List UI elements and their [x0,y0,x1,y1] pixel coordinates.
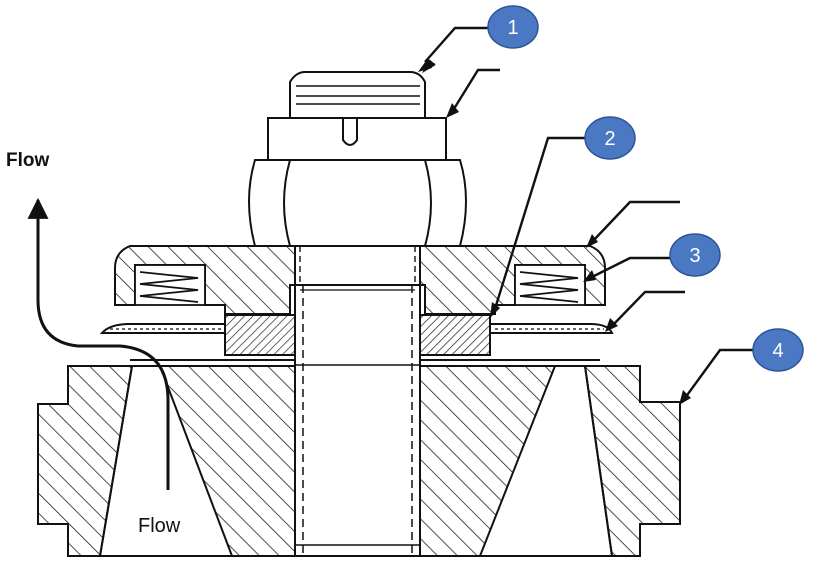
center-stud [294,284,421,557]
callout-2-label: 2 [604,128,615,150]
flow-label-top: Flow [6,150,49,171]
callout-1: 1 [487,5,539,49]
leader-lines [422,26,756,399]
springs [134,264,586,306]
callout-4: 4 [752,328,804,372]
callout-3-label: 3 [689,245,700,267]
callout-1-label: 1 [507,17,518,39]
flow-arrow [27,197,170,490]
hex-nut [248,159,467,285]
flow-label-bottom: Flow [138,515,181,537]
callout-4-label: 4 [772,340,783,362]
valve-body [37,365,681,557]
valve-plate [224,314,491,356]
stud-top [289,71,426,119]
shim-plates [99,323,614,334]
callout-2: 2 [584,116,636,160]
lock-cap [267,117,447,161]
leader-arrowheads [418,58,691,405]
callout-3: 3 [669,233,721,277]
